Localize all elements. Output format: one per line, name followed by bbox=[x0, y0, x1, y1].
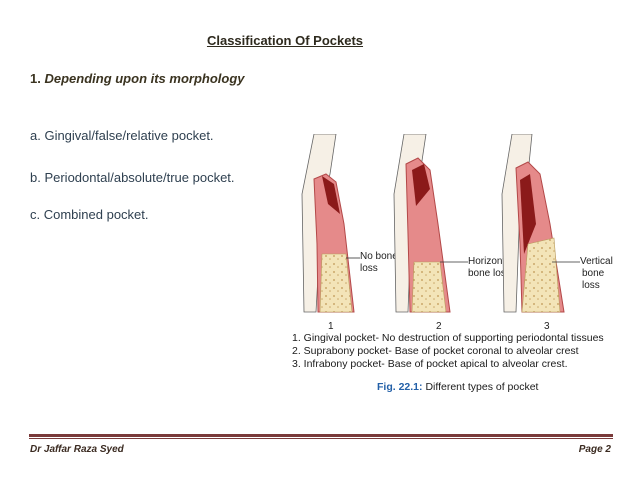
panel-3-label: bone bbox=[582, 268, 605, 279]
caption-line: 1. Gingival pocket- No destruction of su… bbox=[292, 332, 604, 344]
figure-caption-list: 1. Gingival pocket- No destruction of su… bbox=[292, 332, 604, 371]
panel-2-label: bone loss bbox=[468, 268, 511, 279]
panel-3-number: 3 bbox=[544, 321, 550, 332]
panel-3-label: loss bbox=[582, 280, 600, 291]
pocket-types-figure: No bone loss 1 Horizontal bone loss 2 Ve… bbox=[301, 134, 613, 332]
section-number: 1. bbox=[30, 71, 41, 86]
document-title: Classification Of Pockets bbox=[206, 33, 364, 48]
list-item: a. Gingival/false/relative pocket. bbox=[30, 128, 214, 143]
footer-page-number: Page 2 bbox=[578, 444, 611, 455]
figure-title: Fig. 22.1: Different types of pocket bbox=[377, 381, 538, 393]
footer-divider bbox=[29, 438, 613, 439]
caption-line: 3. Infrabony pocket- Base of pocket apic… bbox=[292, 358, 568, 370]
figure-number: Fig. 22.1: bbox=[377, 381, 423, 393]
caption-line: 2. Suprabony pocket- Base of pocket coro… bbox=[292, 345, 579, 357]
section-label: Depending upon its morphology bbox=[44, 71, 245, 86]
panel-1-label: No bone bbox=[360, 251, 398, 262]
panel-2-label: Horizontal bbox=[468, 256, 513, 267]
footer-author: Dr Jaffar Raza Syed bbox=[30, 444, 124, 455]
panel-3-label: Vertical bbox=[580, 256, 613, 267]
panel-1-label: loss bbox=[360, 263, 378, 274]
panel-1-number: 1 bbox=[328, 321, 334, 332]
panel-2-number: 2 bbox=[436, 321, 442, 332]
list-item: c. Combined pocket. bbox=[30, 207, 149, 222]
footer-divider bbox=[29, 434, 613, 437]
panel-1-gingival-pocket bbox=[301, 134, 360, 313]
panel-3-infrabony-pocket bbox=[501, 134, 580, 313]
panel-2-suprabony-pocket bbox=[393, 134, 468, 313]
list-item: b. Periodontal/absolute/true pocket. bbox=[30, 170, 235, 185]
section-heading: 1. Depending upon its morphology bbox=[30, 71, 245, 86]
figure-title-text: Different types of pocket bbox=[425, 381, 539, 393]
